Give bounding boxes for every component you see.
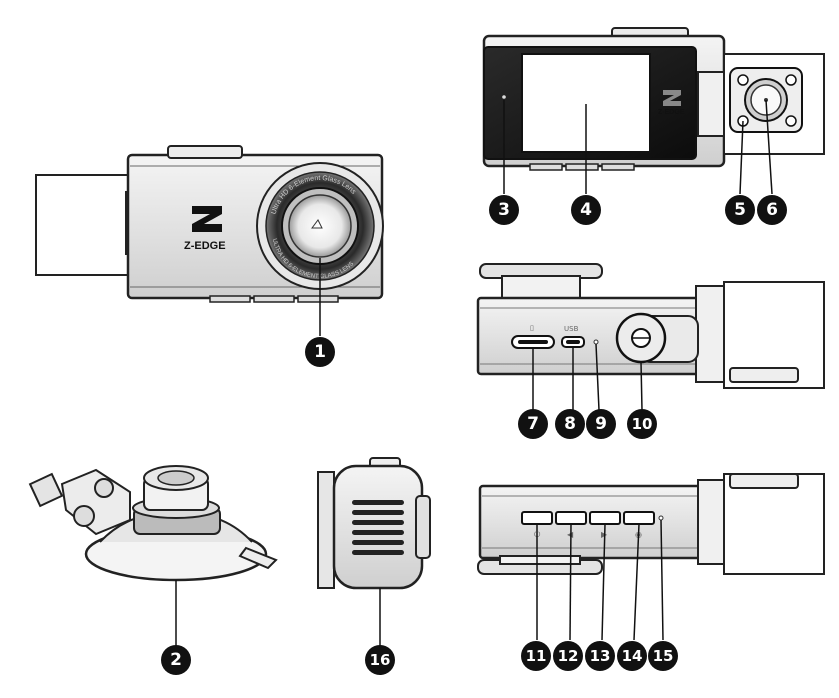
callout-1: 1 <box>305 337 335 367</box>
side-view-ports: ▯ USB <box>476 263 825 411</box>
svg-text:12: 12 <box>558 647 579 665</box>
svg-text:10: 10 <box>632 415 653 433</box>
callout-11: 11 <box>521 641 551 671</box>
callout-9: 9 <box>586 409 616 439</box>
microphone-hole <box>658 515 664 521</box>
svg-text:5: 5 <box>734 200 746 220</box>
svg-text:16: 16 <box>370 651 391 669</box>
callout-6: 6 <box>757 195 787 225</box>
mount-arm <box>60 468 131 536</box>
mount-bracket-front <box>35 174 137 276</box>
callout-15: 15 <box>648 641 678 671</box>
callout-16: 16 <box>365 645 395 675</box>
front-lens <box>288 194 352 258</box>
svg-text:9: 9 <box>595 414 607 434</box>
front-view: Z-EDGE Ultra HD 6-Element Glass Lens ULT… <box>35 145 384 336</box>
brand-label-rear: Z-EDGE <box>658 109 685 116</box>
svg-text:14: 14 <box>622 647 643 665</box>
reset-hole <box>593 339 599 345</box>
svg-text:6: 6 <box>766 200 778 220</box>
callout-8: 8 <box>555 409 585 439</box>
ok-button <box>623 511 655 525</box>
button-side-view: ⏻ ◀ ▶ ◉ <box>477 473 825 641</box>
z-edge-logo-icon <box>192 206 222 232</box>
callout-14: 14 <box>617 641 647 671</box>
ir-led-icon <box>737 74 749 86</box>
callout-3: 3 <box>489 195 519 225</box>
callout-13: 13 <box>585 641 615 671</box>
svg-text:4: 4 <box>580 200 592 220</box>
svg-text:2: 2 <box>170 650 182 670</box>
suction-tab <box>238 546 278 570</box>
svg-text:7: 7 <box>527 414 539 434</box>
power-button <box>521 511 553 525</box>
svg-text:11: 11 <box>526 647 547 665</box>
rear-view: Z-EDGE <box>482 27 825 195</box>
callout-4: 4 <box>571 195 601 225</box>
svg-text:8: 8 <box>564 414 576 434</box>
callout-12: 12 <box>553 641 583 671</box>
camera-body-back-side <box>332 464 424 590</box>
z-edge-logo-icon-rear <box>663 90 681 106</box>
svg-text:3: 3 <box>498 200 510 220</box>
callout-2: 2 <box>161 645 191 675</box>
speaker-grille <box>352 500 404 555</box>
callout-10: 10 <box>627 409 657 439</box>
svg-text:15: 15 <box>653 647 674 665</box>
indicator-light <box>502 95 506 99</box>
callout-5: 5 <box>725 195 755 225</box>
suction-mount-view <box>28 465 278 646</box>
svg-text:1: 1 <box>314 342 326 362</box>
right-button <box>589 511 621 525</box>
usb-label: USB <box>564 325 579 333</box>
speaker-side-view <box>317 457 431 646</box>
svg-text:13: 13 <box>590 647 611 665</box>
callout-7: 7 <box>518 409 548 439</box>
sd-card-icon: ▯ <box>530 324 534 332</box>
top-button <box>167 145 243 159</box>
left-button <box>555 511 587 525</box>
brand-label-front: Z-EDGE <box>184 240 226 252</box>
